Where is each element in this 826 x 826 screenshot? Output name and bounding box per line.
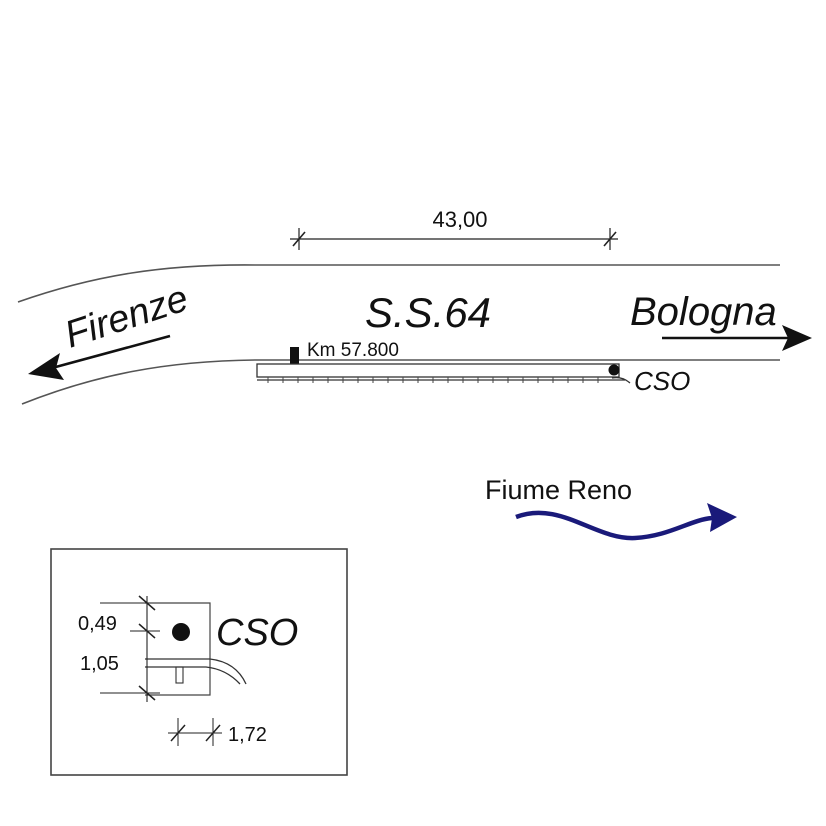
span-dimension — [290, 228, 618, 250]
span-dimension-label: 43,00 — [432, 207, 487, 232]
outfall-pipe-top — [145, 658, 247, 685]
river-flow-arrow — [707, 503, 737, 532]
arrow-to-bologna — [662, 325, 812, 351]
detail-label: CSO — [216, 612, 298, 654]
dim-slash-2 — [138, 623, 156, 639]
manhole-symbol — [172, 623, 190, 641]
road — [17, 264, 780, 405]
dim-slash-h1 — [170, 724, 186, 742]
dim-slash-1 — [138, 595, 156, 611]
bridge-deck-ticks — [267, 377, 599, 383]
manhole-outline — [145, 602, 211, 696]
road-edge-north — [17, 264, 780, 303]
detail-frame — [50, 548, 348, 776]
road-edge-south — [21, 359, 780, 405]
arrow-head — [782, 325, 812, 351]
km-marker-post — [290, 347, 299, 364]
outfall-pipe — [611, 376, 631, 384]
dim-label-bottom: 1,72 — [228, 724, 267, 746]
arrow-head — [28, 353, 64, 380]
river-name: Fiume Reno — [485, 475, 632, 505]
km-marker-label: Km 57.800 — [307, 340, 399, 361]
destination-bologna: Bologna — [630, 290, 777, 334]
river-line — [515, 510, 713, 541]
destination-firenze: Firenze — [60, 277, 193, 356]
outfall-label: CSO — [634, 366, 690, 396]
dim-slash-h2 — [205, 724, 221, 742]
arrow-to-firenze — [28, 334, 171, 380]
river-reno — [515, 503, 737, 541]
outfall-pipe-bottom — [145, 666, 241, 685]
dimension-slash-right — [603, 231, 617, 247]
dim-slash-3 — [138, 685, 156, 701]
road-name: S.S.64 — [365, 289, 491, 336]
outlet-slot — [175, 666, 184, 684]
bridge-parapet — [256, 363, 620, 378]
dim-label-top: 0,49 — [78, 613, 117, 635]
outfall-point — [608, 364, 620, 376]
dim-label-middle: 1,05 — [80, 653, 119, 675]
arrow-shaft — [51, 334, 171, 370]
cso-detail-panel: 0,49 1,05 1,72 CSO — [50, 548, 348, 776]
bridge-deck — [256, 363, 631, 384]
dimension-slash-left — [292, 231, 306, 247]
